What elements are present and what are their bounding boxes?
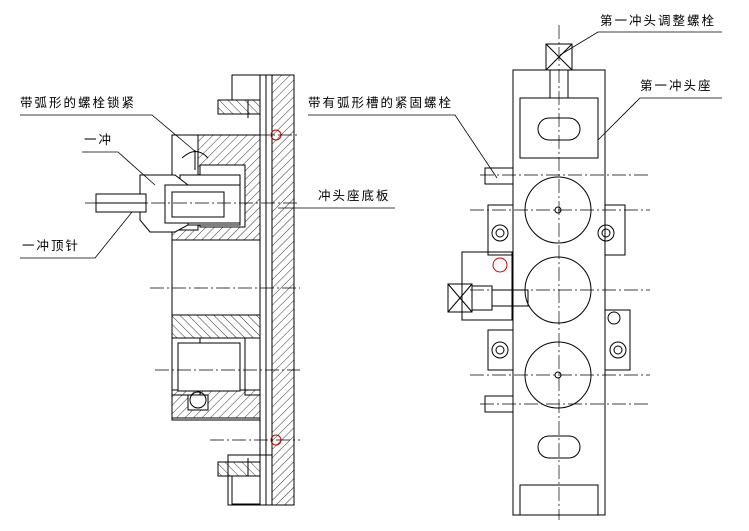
label-arc-slot-bolt: 带有弧形槽的紧固螺栓: [308, 95, 454, 110]
right-front-view: [447, 43, 631, 516]
label-first-punch: 一冲: [84, 132, 114, 147]
label-punch-seat-base: 冲头座底板: [318, 188, 391, 203]
leader-lines: [20, 31, 722, 259]
label-arc-bolt-lock: 带弧形的螺栓锁紧: [20, 95, 137, 110]
label-first-punch-adjust-bolt: 第一冲头调整螺栓: [600, 13, 717, 28]
label-first-punch-seat: 第一冲头座: [640, 78, 713, 93]
label-first-punch-pin: 一冲顶针: [22, 238, 81, 253]
left-centerlines: [85, 134, 300, 441]
right-centerlines: [470, 25, 650, 520]
left-section-view: [95, 74, 295, 506]
